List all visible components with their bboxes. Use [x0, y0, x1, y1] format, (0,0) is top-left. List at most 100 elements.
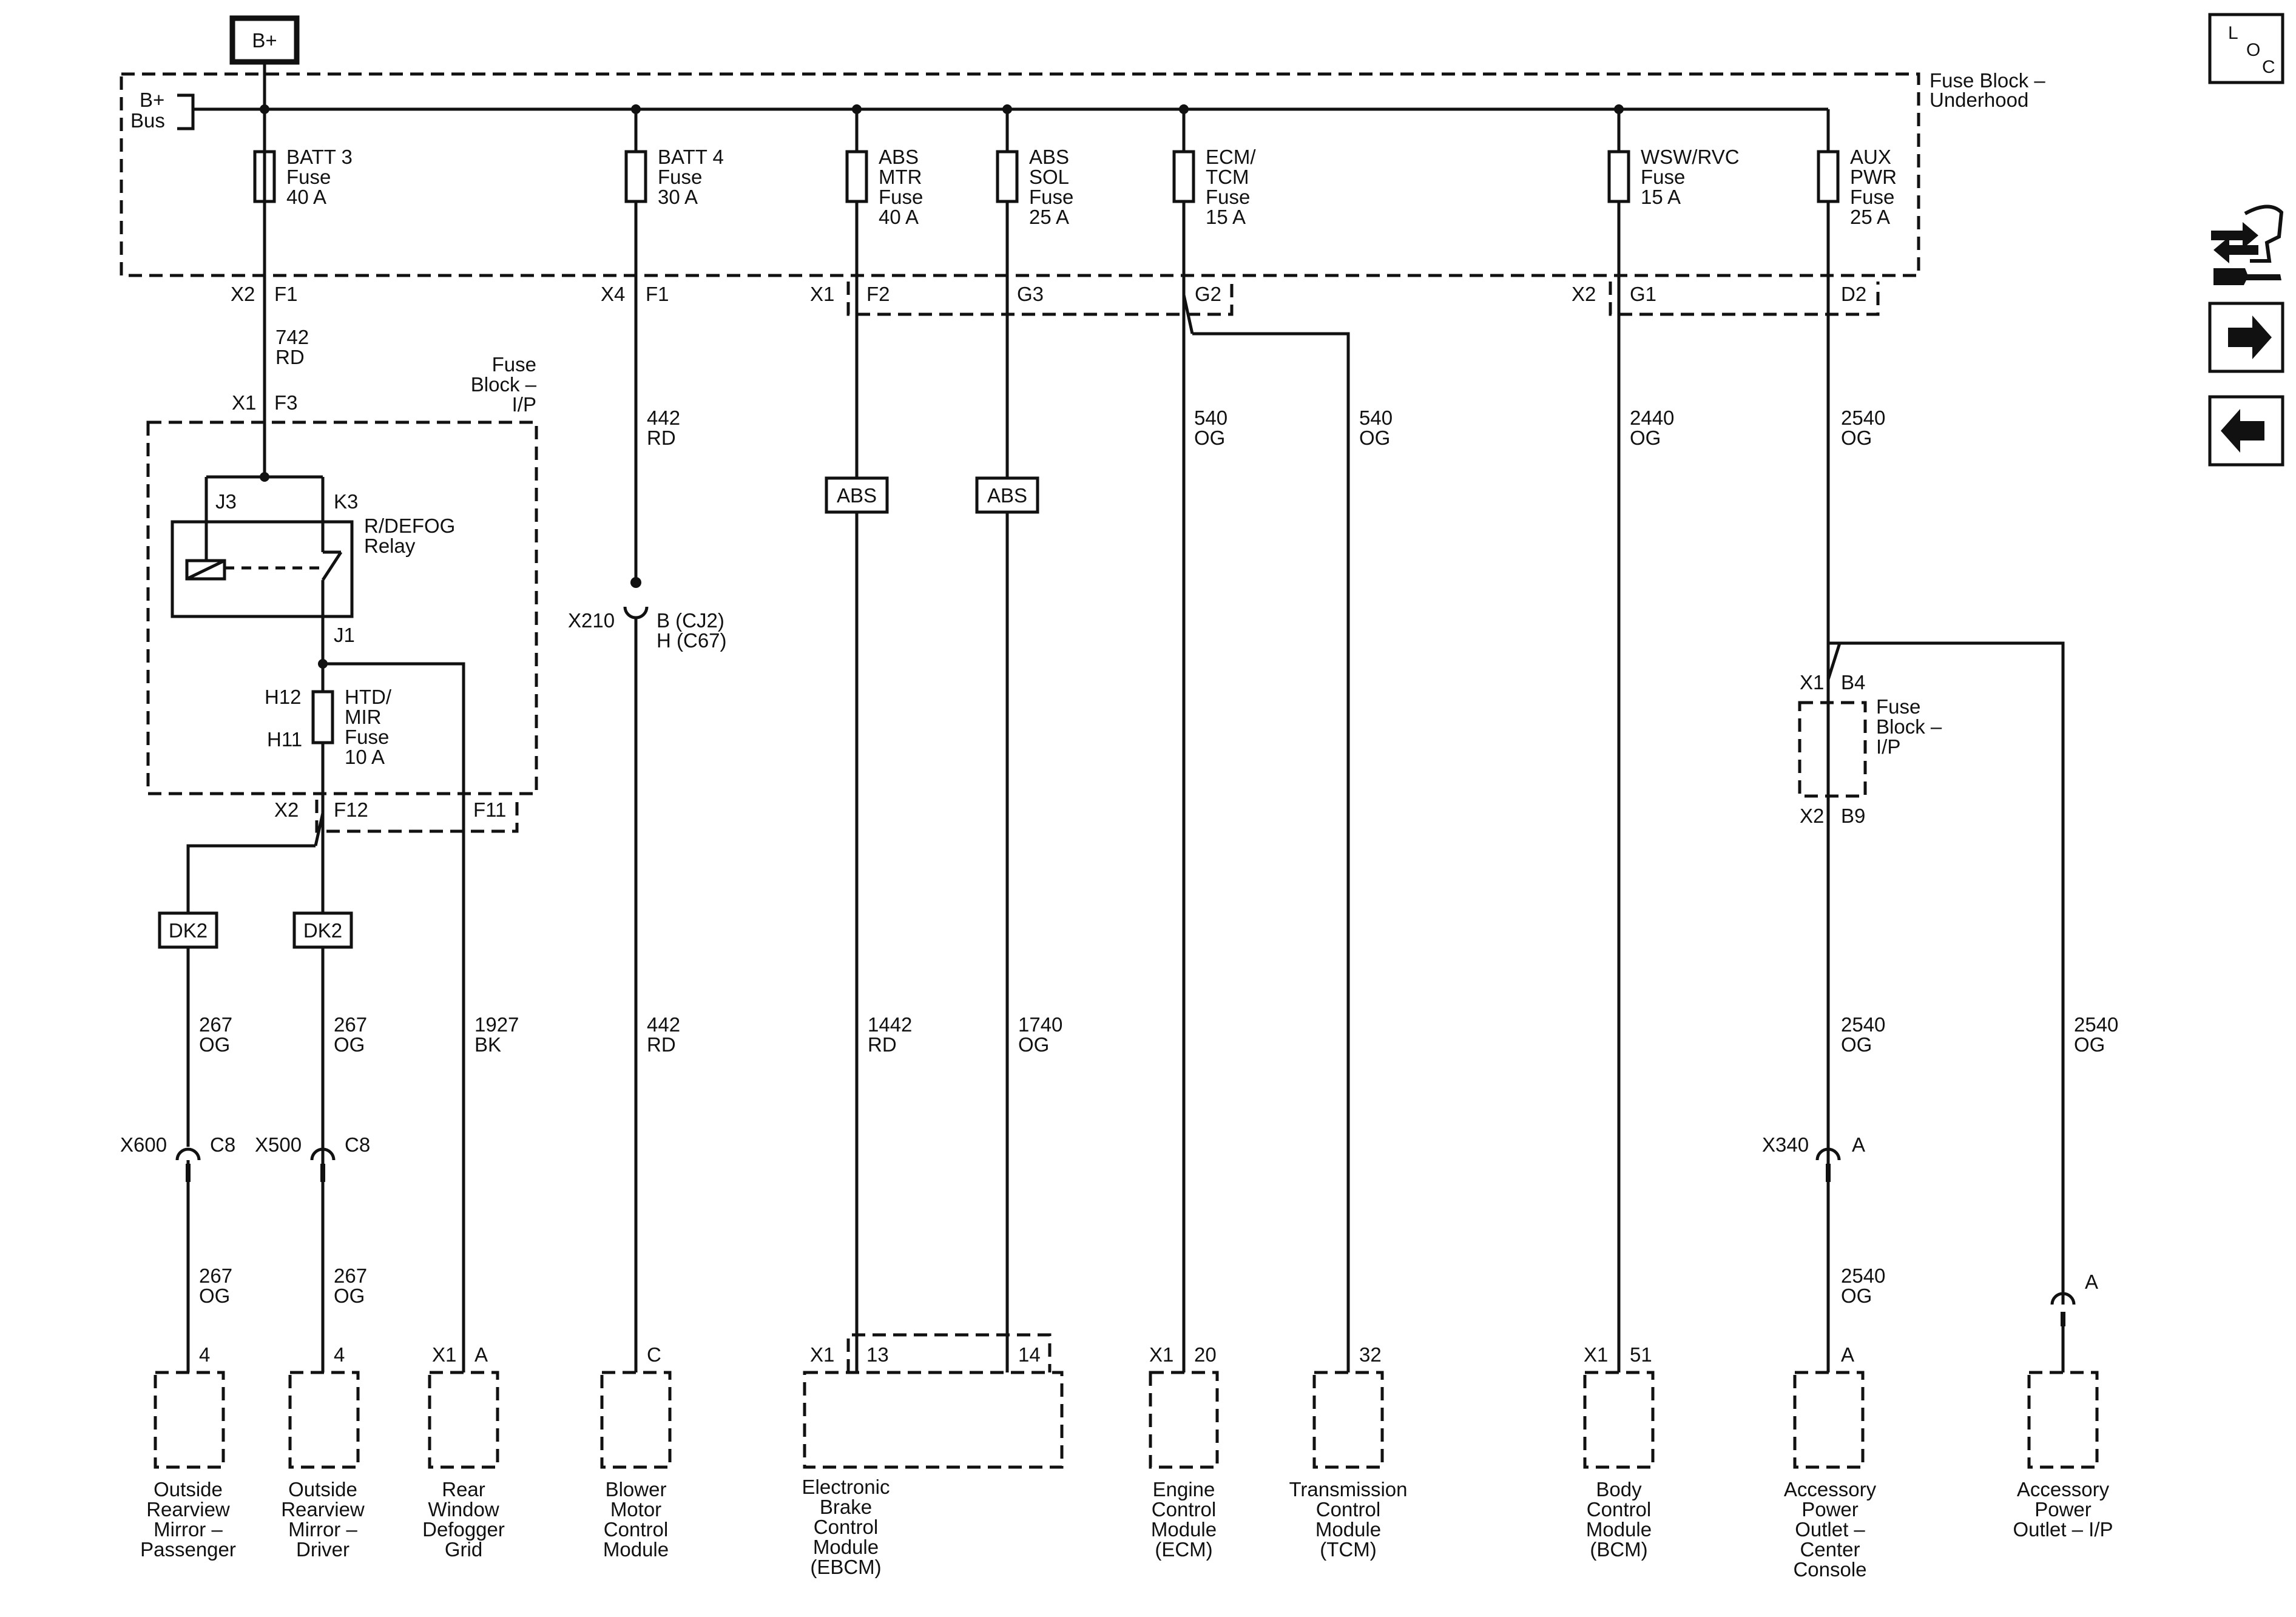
svg-text:Control: Control: [1587, 1498, 1651, 1521]
relay-name-1: R/DEFOG: [364, 515, 455, 537]
svg-text:ABS: ABS: [837, 484, 877, 507]
ip-block-title-3: I/P: [512, 393, 536, 416]
svg-text:Power: Power: [1801, 1498, 1859, 1521]
connector-x2-ip-body: [315, 800, 519, 833]
svg-text:TCM: TCM: [1206, 166, 1249, 188]
pin-g2: G2: [1195, 283, 1221, 305]
pin-drv-4: 4: [334, 1343, 345, 1366]
svg-text:Electronic: Electronic: [802, 1476, 890, 1498]
module-blower: [600, 1371, 672, 1469]
wire-2540-a-num: 2540: [1841, 407, 1885, 429]
ip2-b4: B4: [1841, 671, 1865, 694]
svg-text:X600: X600: [120, 1133, 167, 1156]
svg-text:Outlet –: Outlet –: [1795, 1518, 1865, 1541]
ebcm-connector-body: [846, 1333, 1052, 1372]
svg-text:BATT 4: BATT 4: [658, 146, 724, 168]
svg-text:Fuse: Fuse: [1641, 166, 1685, 188]
module-defogger-grid: [428, 1371, 499, 1469]
svg-text:15 A: 15 A: [1641, 186, 1681, 208]
module-mirror-passenger: [154, 1371, 225, 1469]
module-labels: Outside Rearview Mirror – Passenger Outs…: [140, 1476, 2113, 1581]
svg-text:A: A: [2085, 1271, 2098, 1293]
bplus-label: B+: [252, 29, 277, 52]
svg-text:Fuse: Fuse: [345, 726, 389, 748]
module-ebcm: [803, 1371, 1064, 1469]
svg-text:ABS: ABS: [987, 484, 1027, 507]
pin-d2: D2: [1841, 283, 1866, 305]
svg-text:Motor: Motor: [610, 1498, 661, 1521]
conn-ecm-x1: X1: [1149, 1343, 1173, 1366]
wire-1927-color: BK: [474, 1033, 501, 1056]
svg-text:Window: Window: [428, 1498, 499, 1521]
conn-x1-ip: X1: [232, 391, 256, 414]
bus-label-line2: Bus: [130, 109, 165, 132]
conn-x4-batt4: X4: [601, 283, 625, 305]
svg-text:Driver: Driver: [296, 1538, 349, 1561]
pin-f1-batt3: F1: [274, 283, 298, 305]
wire-267-d-num: 267: [334, 1264, 367, 1287]
wire-267-c-num: 267: [199, 1264, 232, 1287]
svg-text:Fuse: Fuse: [658, 166, 702, 188]
pin-tcm-32: 32: [1359, 1343, 1382, 1366]
location-button[interactable]: L O C: [2208, 13, 2284, 84]
pin-blower-c: C: [647, 1343, 661, 1366]
component-connector-icon[interactable]: [2211, 204, 2284, 285]
wire-2540-d-num: 2540: [2074, 1013, 2118, 1036]
svg-text:I/P: I/P: [1876, 735, 1900, 758]
svg-text:Outside: Outside: [288, 1478, 357, 1501]
arrow-right-icon: [2228, 316, 2272, 359]
fuse-ecm-tcm: ECM/ TCM Fuse 15 A: [1172, 109, 1256, 295]
wire-2440-color: OG: [1630, 427, 1661, 449]
svg-text:Rearview: Rearview: [281, 1498, 365, 1521]
svg-text:DK2: DK2: [169, 919, 208, 942]
svg-text:Rearview: Rearview: [146, 1498, 230, 1521]
svg-text:Fuse: Fuse: [1850, 186, 1894, 208]
wire-2540-b-num: 2540: [1841, 1013, 1885, 1036]
fuse-abs-sol: ABS SOL Fuse 25 A: [996, 109, 1073, 1372]
wire-442-b-num: 442: [647, 1013, 680, 1036]
ip-block-title-2: Block –: [471, 373, 537, 396]
svg-text:Fuse: Fuse: [879, 186, 923, 208]
relay-name-2: Relay: [364, 535, 416, 557]
conn-grid-x1: X1: [432, 1343, 456, 1366]
wire-2540-a-color: OG: [1841, 427, 1872, 449]
pin-ebcm-13: 13: [866, 1343, 889, 1366]
module-ecm: [1149, 1371, 1219, 1469]
pin-f11: F11: [473, 798, 506, 821]
svg-text:Accessory: Accessory: [2017, 1478, 2110, 1501]
inline-x210-pin-b: B (CJ2): [657, 609, 724, 632]
svg-text:Module: Module: [1586, 1518, 1652, 1541]
wire-742-num: 742: [275, 326, 309, 348]
relay-j1: J1: [334, 624, 355, 646]
wire-1442-num: 1442: [868, 1013, 912, 1036]
svg-text:Outside: Outside: [154, 1478, 223, 1501]
svg-text:Mirror –: Mirror –: [154, 1518, 223, 1541]
fuse-abs-mtr: ABS MTR Fuse 40 A: [845, 109, 923, 1372]
svg-text:Fuse: Fuse: [1876, 695, 1920, 718]
svg-text:Passenger: Passenger: [140, 1538, 236, 1561]
inline-connector-x340: X340 A: [1762, 1133, 1865, 1182]
svg-text:Brake: Brake: [820, 1496, 872, 1518]
module-outlet-ip: [2027, 1371, 2099, 1469]
svg-text:Transmission: Transmission: [1289, 1478, 1408, 1501]
svg-text:C8: C8: [210, 1133, 235, 1156]
svg-text:Fuse: Fuse: [1206, 186, 1250, 208]
inline-x210: X210: [568, 609, 615, 632]
svg-text:25 A: 25 A: [1850, 206, 1890, 228]
svg-text:Body: Body: [1596, 1478, 1642, 1501]
previous-page-button[interactable]: [2208, 395, 2284, 467]
fuse-batt4: BATT 4 Fuse 30 A: [624, 109, 724, 582]
svg-text:Fuse: Fuse: [286, 166, 331, 188]
svg-text:Block –: Block –: [1876, 715, 1942, 738]
svg-text:Control: Control: [1152, 1498, 1216, 1521]
svg-text:40 A: 40 A: [286, 186, 326, 208]
wire-1740-color: OG: [1018, 1033, 1049, 1056]
next-page-button[interactable]: [2208, 302, 2284, 373]
arrow-left-icon: [2221, 409, 2264, 453]
wire-442-a-color: RD: [647, 427, 676, 449]
wire-267-c-color: OG: [199, 1284, 230, 1307]
pin-f1-batt4: F1: [646, 283, 669, 305]
bus-label-line1: B+: [140, 89, 164, 111]
wire-742-color: RD: [275, 346, 305, 368]
